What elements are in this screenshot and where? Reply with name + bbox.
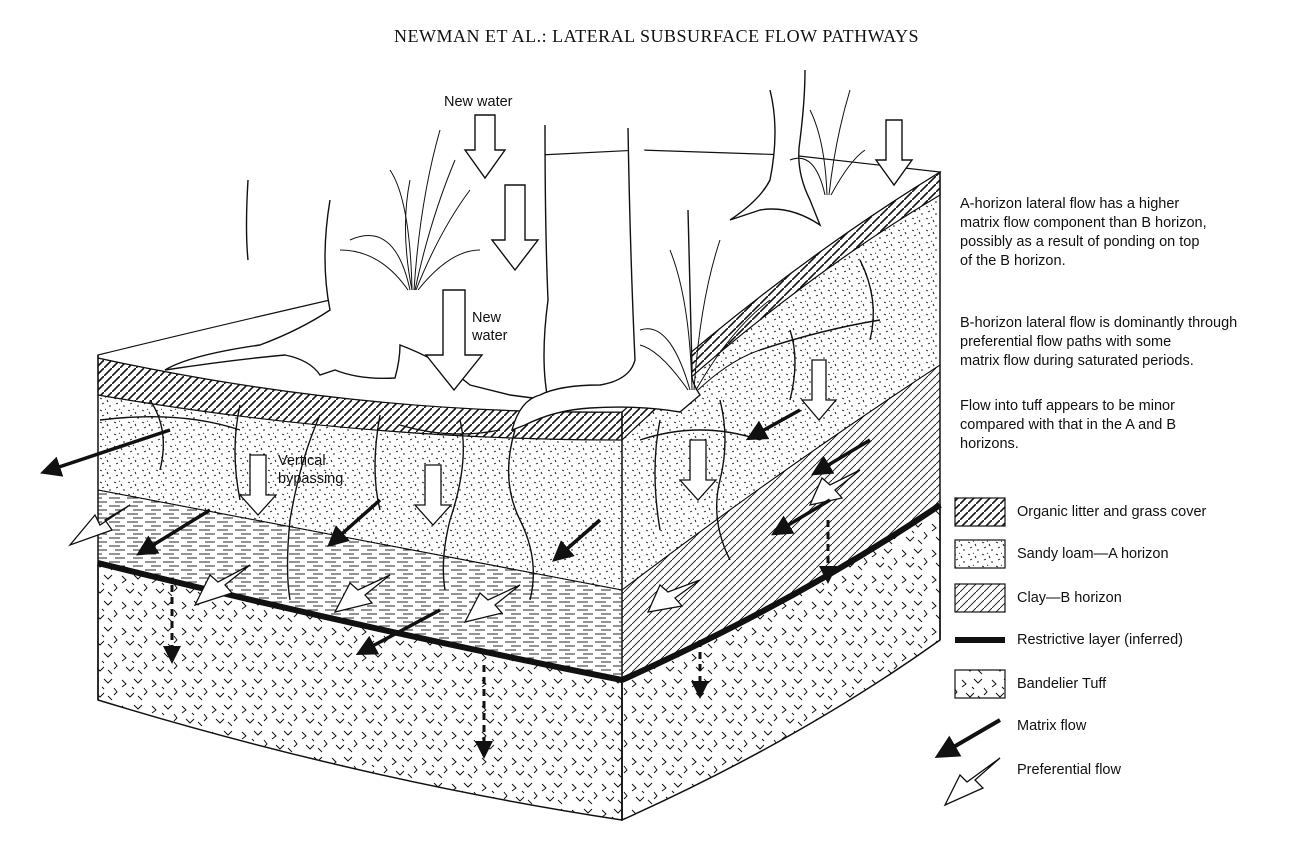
legend-item-organic-litter: Organic litter and grass cover (955, 498, 1305, 528)
legend-item-clay: Clay—B horizon (955, 584, 1305, 614)
vertical-bypassing-label: Vertical bypassing (278, 452, 343, 488)
legend-item-tuff: Bandelier Tuff (955, 670, 1305, 700)
legend-item-matrix-flow: Matrix flow (955, 712, 1305, 742)
note-a-horizon: A-horizon lateral flow has a higher matr… (960, 195, 1300, 271)
note-b-horizon: B-horizon lateral flow is dominantly thr… (960, 314, 1300, 371)
note-tuff: Flow into tuff appears to be minor compa… (960, 397, 1300, 454)
new-water-label-mid: New water (472, 309, 507, 345)
legend-label: Sandy loam—A horizon (1017, 546, 1169, 562)
legend-item-preferential-flow: Preferential flow (955, 756, 1305, 786)
legend-label: Organic litter and grass cover (1017, 504, 1206, 520)
legend-label: Restrictive layer (inferred) (1017, 632, 1183, 648)
new-water-label-top: New water (444, 93, 513, 111)
legend-item-restrictive-layer: Restrictive layer (inferred) (955, 626, 1305, 656)
legend-label: Clay—B horizon (1017, 590, 1122, 606)
legend-label: Preferential flow (1017, 762, 1121, 778)
legend-label: Bandelier Tuff (1017, 676, 1106, 692)
legend-item-sandy-loam: Sandy loam—A horizon (955, 540, 1305, 570)
legend-label: Matrix flow (1017, 718, 1086, 734)
